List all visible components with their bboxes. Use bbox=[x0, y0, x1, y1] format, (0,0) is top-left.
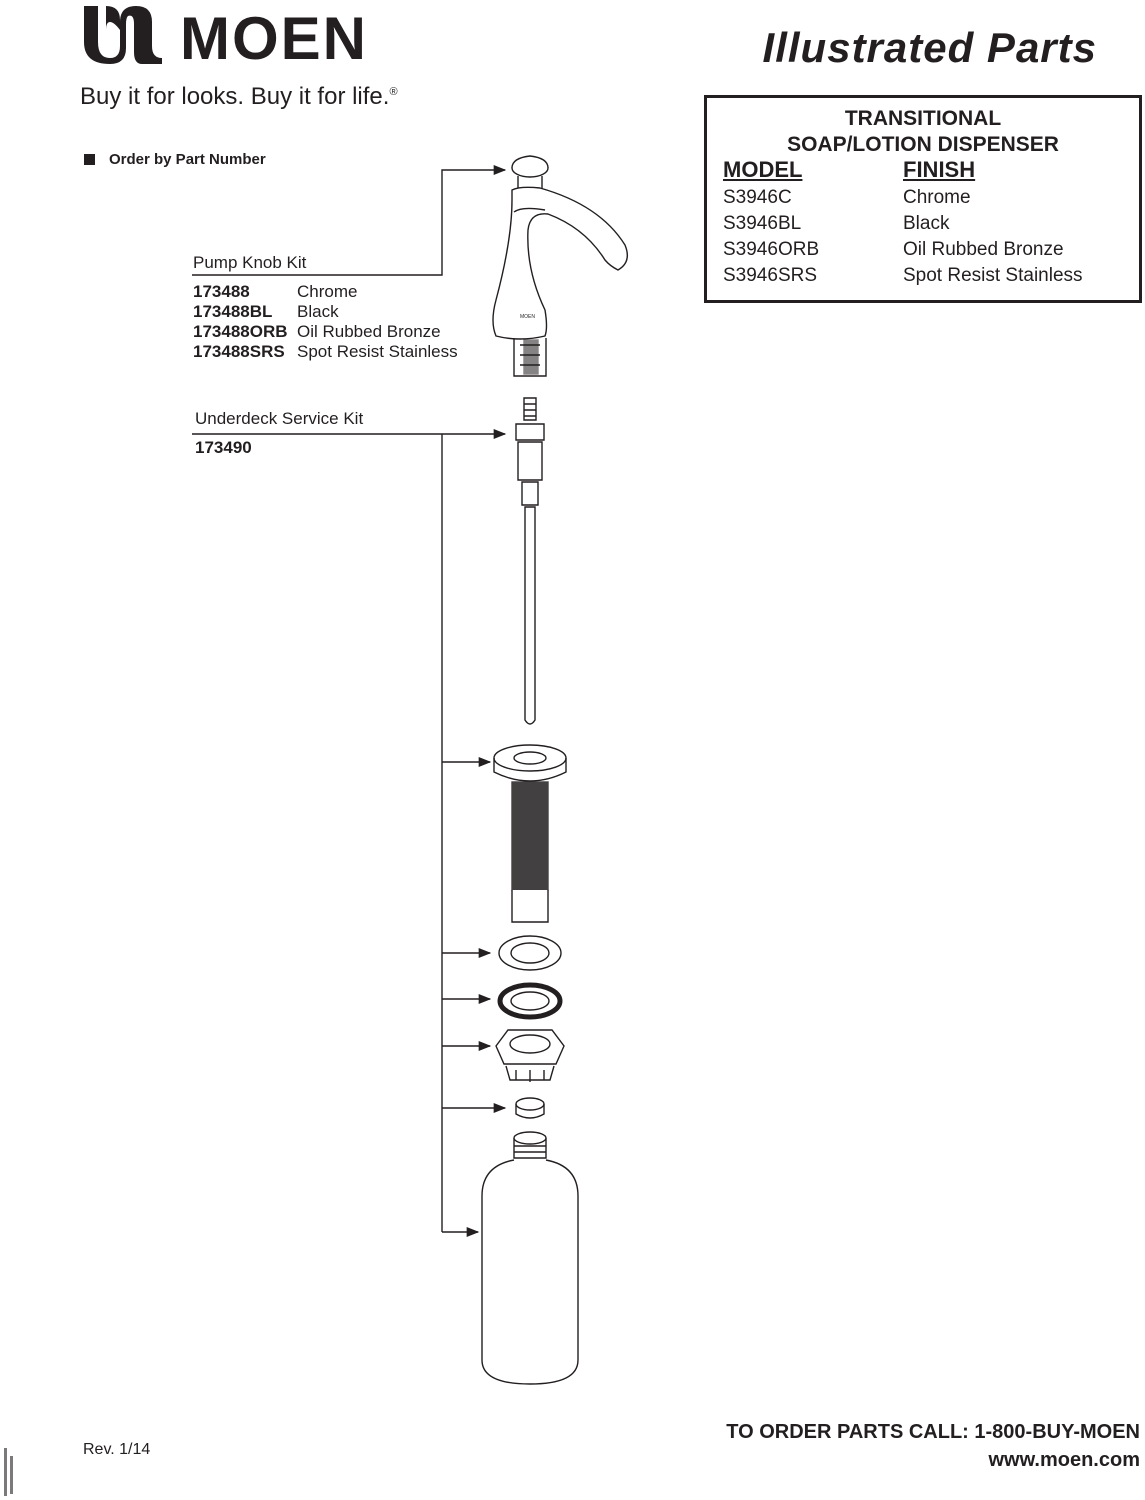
model-column-header: MODEL bbox=[723, 157, 803, 182]
part-finish: Chrome bbox=[297, 282, 358, 301]
pump-stem-icon bbox=[515, 397, 545, 725]
underdeck-part-number: 173490 bbox=[195, 438, 252, 457]
order-phone: TO ORDER PARTS CALL: 1-800-BUY-MOEN bbox=[726, 1421, 1140, 1443]
part-row: 173488BL Black bbox=[193, 302, 339, 322]
washer-icon bbox=[497, 982, 563, 1020]
finish-cell: Black bbox=[903, 213, 950, 234]
part-row: 173488ORB Oil Rubbed Bronze bbox=[193, 322, 441, 342]
mounting-nut-icon bbox=[495, 1029, 565, 1082]
finish-cell: Oil Rubbed Bronze bbox=[903, 239, 1064, 260]
part-row: 173488SRS Spot Resist Stainless bbox=[193, 342, 458, 362]
part-finish: Black bbox=[297, 302, 339, 321]
pump-knob-kit-title: Pump Knob Kit bbox=[193, 253, 307, 272]
registered-mark: ® bbox=[389, 86, 398, 98]
exploded-parts-diagram: MOEN bbox=[192, 155, 628, 1385]
pump-head-icon bbox=[492, 155, 628, 377]
part-number: 173488BL bbox=[193, 302, 273, 321]
finish-cell: Chrome bbox=[903, 187, 971, 208]
model-cell: S3946C bbox=[723, 187, 792, 208]
part-finish: Spot Resist Stainless bbox=[297, 342, 458, 361]
moen-logo-icon bbox=[84, 6, 162, 64]
model-finish-box: TRANSITIONAL SOAP/LOTION DISPENSER MODEL… bbox=[704, 95, 1142, 303]
revision-label: Rev. 1/14 bbox=[83, 1441, 151, 1458]
part-row: 173488 Chrome bbox=[193, 282, 357, 302]
part-number: 173488 bbox=[193, 282, 250, 301]
part-number: 173488ORB bbox=[193, 322, 288, 341]
model-cell: S3946ORB bbox=[723, 239, 820, 260]
bullet-square-icon bbox=[84, 154, 95, 165]
spout-brand-mark: MOEN bbox=[520, 314, 535, 320]
website-link[interactable]: www.moen.com bbox=[988, 1449, 1140, 1471]
document-title: Illustrated Parts bbox=[762, 24, 1097, 71]
soap-bottle-icon bbox=[481, 1131, 579, 1385]
model-cell: S3946SRS bbox=[723, 265, 818, 286]
gasket-icon bbox=[498, 935, 562, 971]
product-title-line2: SOAP/LOTION DISPENSER bbox=[787, 133, 1059, 156]
part-finish: Oil Rubbed Bronze bbox=[297, 322, 441, 341]
model-cell: S3946BL bbox=[723, 213, 802, 234]
tagline: Buy it for looks. Buy it for life.® bbox=[80, 83, 398, 110]
finish-cell: Spot Resist Stainless bbox=[903, 265, 1083, 286]
underdeck-kit-title: Underdeck Service Kit bbox=[195, 409, 364, 428]
finish-column-header: FINISH bbox=[903, 157, 976, 182]
brand-name: MOEN bbox=[180, 5, 368, 72]
adapter-ring-icon bbox=[515, 1097, 545, 1119]
product-title-line1: TRANSITIONAL bbox=[844, 107, 1002, 130]
order-note: Order by Part Number bbox=[84, 150, 266, 170]
part-number: 173488SRS bbox=[193, 342, 285, 361]
mounting-shank-icon bbox=[493, 744, 567, 923]
pump-knob-leader-line bbox=[192, 164, 507, 276]
print-code-mark-icon bbox=[4, 1448, 13, 1496]
